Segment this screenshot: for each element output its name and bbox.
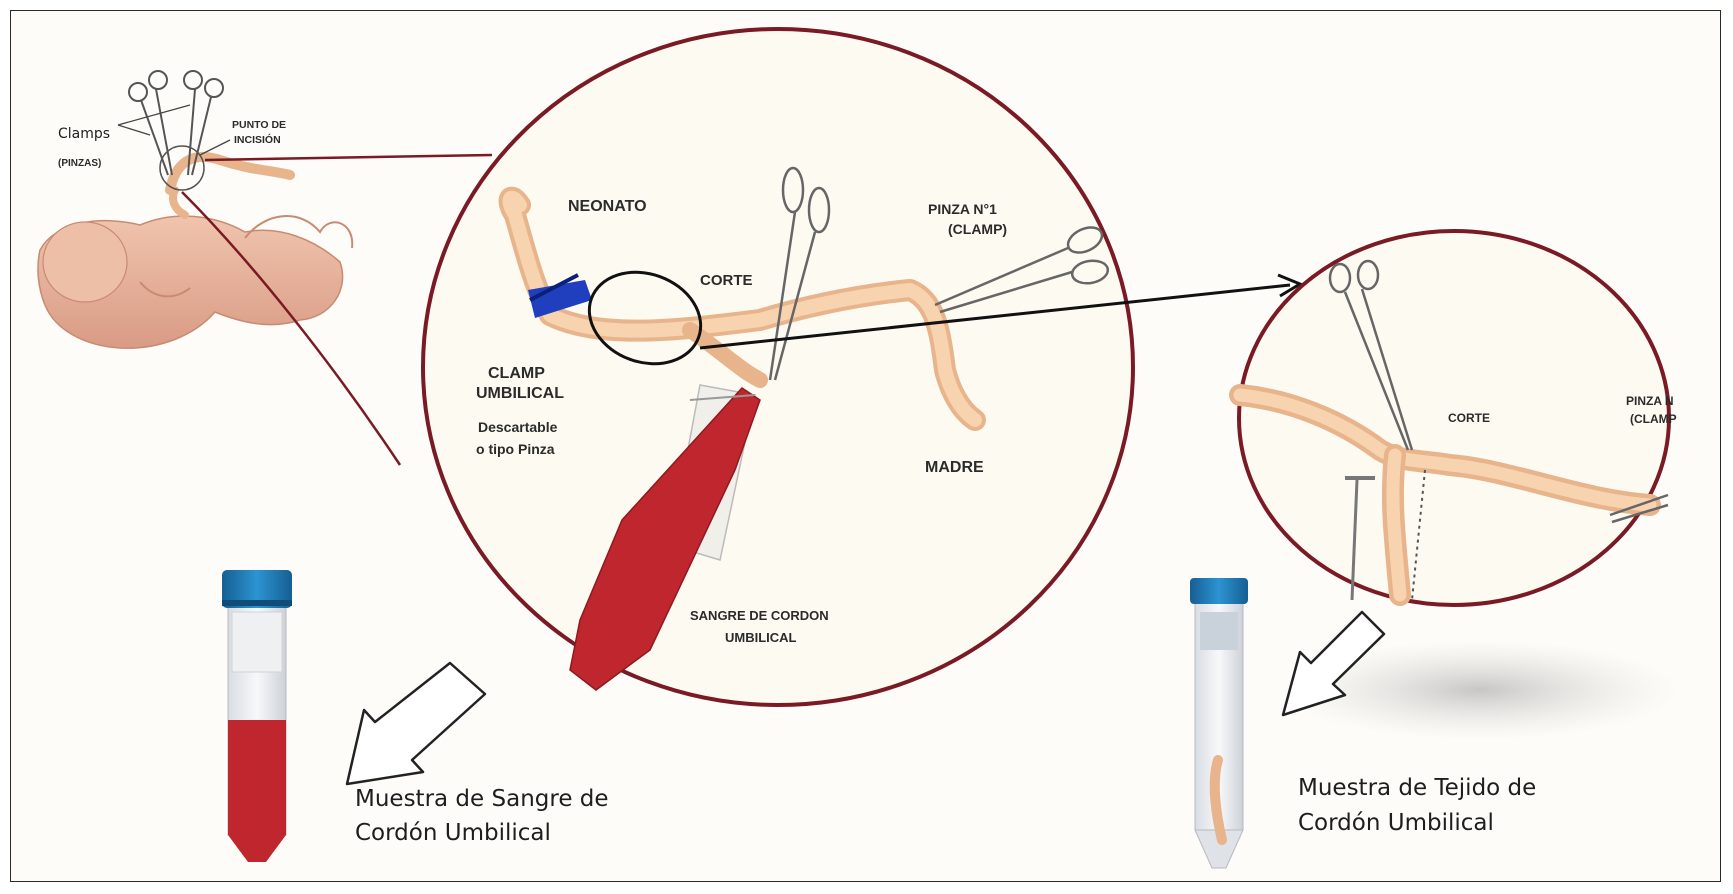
caption-tissue-line2: Cordón Umbilical bbox=[1298, 810, 1494, 836]
label-pinzas: (PINZAS) bbox=[58, 158, 101, 169]
label-sangre-1: SANGRE DE CORDON bbox=[690, 608, 829, 623]
label-clamps: Clamps bbox=[58, 126, 110, 142]
label-corte: CORTE bbox=[700, 272, 753, 289]
label-clamp-umbilical-2: UMBILICAL bbox=[476, 385, 564, 402]
label-tipo-pinza: o tipo Pinza bbox=[476, 441, 555, 457]
blood-sample-arrow-icon bbox=[347, 663, 485, 784]
label-madre: MADRE bbox=[925, 459, 984, 476]
label-neonato: NEONATO bbox=[568, 198, 647, 215]
zoom-label-pinza: PINZA N bbox=[1626, 394, 1674, 408]
zoom-label-clamp: (CLAMP bbox=[1630, 412, 1677, 426]
label-clamp-umbilical-1: CLAMP bbox=[488, 365, 545, 382]
tissue-sample-tube bbox=[1190, 578, 1248, 868]
label-pinza-n1: PINZA N°1 bbox=[928, 201, 997, 217]
label-descartable: Descartable bbox=[478, 419, 558, 435]
label-clamp: (CLAMP) bbox=[948, 221, 1007, 237]
zoom-label-corte: CORTE bbox=[1448, 411, 1490, 425]
blood-sample-tube bbox=[222, 570, 292, 862]
baby-illustration bbox=[38, 216, 352, 348]
connector-top bbox=[205, 155, 492, 160]
label-sangre-2: UMBILICAL bbox=[725, 630, 797, 645]
caption-blood-line2: Cordón Umbilical bbox=[355, 820, 551, 846]
label-punto-de: PUNTO DE bbox=[232, 119, 286, 131]
caption-blood-line1: Muestra de Sangre de bbox=[355, 786, 609, 812]
label-incision: INCISIÓN bbox=[234, 133, 281, 146]
caption-tissue-line1: Muestra de Tejido de bbox=[1298, 775, 1536, 801]
